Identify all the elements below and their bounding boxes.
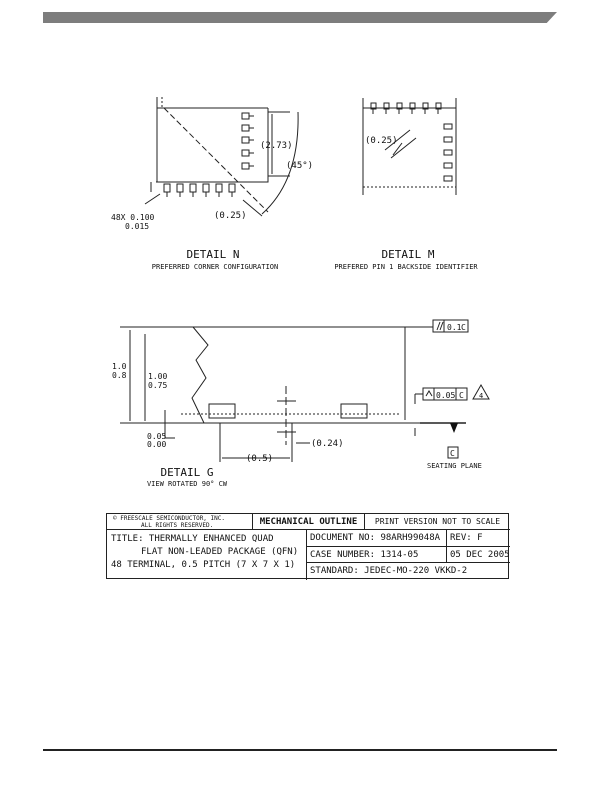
detail-g-dim-005: 0.05 (147, 432, 166, 441)
detail-n-break-curve (261, 111, 299, 215)
detail-m-chamfer-2 (390, 137, 417, 159)
detail-g-dim-100: 1.00 (148, 372, 167, 381)
detail-g-seating-plane: SEATING PLANE (427, 462, 482, 470)
detail-g-parallel-value: 0.1 (447, 323, 462, 332)
detail-n-subtitle: PREFERRED CORNER CONFIGURATION (152, 263, 278, 271)
detail-g-dim-024-label: (0.24) (311, 439, 344, 449)
detail-n-diagonal (163, 107, 269, 213)
detail-g-dim-075: 0.75 (148, 381, 167, 390)
detail-n-leader (242, 199, 263, 217)
detail-n-bottom-pins (163, 183, 236, 197)
detail-g-dim-10: 1.0 (112, 362, 127, 371)
detail-g-note-number: 4 (479, 392, 483, 400)
detail-n-side-pins (241, 112, 254, 170)
detail-g-dim-05-label: (0.5) (246, 454, 273, 464)
mechanical-outline-label: MECHANICAL OUTLINE (253, 514, 365, 530)
detail-n-title: DETAIL N (187, 248, 240, 261)
detail-g-datum-triangle (450, 423, 458, 433)
detail-m-subtitle: PREFERED PIN 1 BACKSIDE IDENTIFIER (334, 263, 478, 271)
detail-g-flat-datum: C (459, 391, 464, 400)
copyright-line-2: ALL RIGHTS RESERVED. (141, 522, 214, 529)
detail-g-title: DETAIL G (161, 466, 214, 479)
detail-m-side-pins (443, 123, 453, 182)
detail-m-top-pins (370, 102, 442, 114)
title-line-3: 48 TERMINAL, 0.5 PITCH (7 X 7 X 1) (111, 560, 296, 570)
case-number: CASE NUMBER: 1314-05 (307, 547, 447, 563)
title-line-2: FLAT NON-LEADED PACKAGE (QFN) (141, 547, 299, 557)
detail-g-flatness-frame (422, 383, 490, 401)
package-title: TITLE: THERMALLY ENHANCED QUAD FLAT NON-… (107, 530, 307, 580)
detail-n-dim-pins-2: 0.015 (125, 222, 149, 231)
detail-n-dim-025: (0.25) (214, 211, 247, 221)
title-line-1: TITLE: THERMALLY ENHANCED QUAD (111, 534, 274, 544)
detail-n (144, 97, 299, 217)
detail-m-title: DETAIL M (382, 248, 435, 261)
detail-g-parallel-datum: C (461, 323, 466, 332)
document-number: DOCUMENT NO: 98ARH99048A (307, 530, 447, 547)
detail-g (120, 326, 466, 462)
copyright-line-1: © FREESCALE SEMICONDUCTOR, INC. (113, 515, 225, 522)
detail-g-pad-right (340, 403, 368, 419)
title-block: © FREESCALE SEMICONDUCTOR, INC. ALL RIGH… (106, 513, 510, 580)
detail-g-dim-000: 0.00 (147, 440, 166, 449)
detail-g-datum-box (447, 446, 459, 459)
detail-g-pad-left (208, 403, 236, 419)
print-version-label: PRINT VERSION NOT TO SCALE (365, 514, 510, 530)
detail-n-dim-273: (2.73) (260, 141, 293, 151)
detail-g-break-line (191, 326, 209, 424)
detail-g-datum-label: C (450, 449, 455, 458)
detail-g-parallelism-frame (432, 319, 469, 333)
footer-rule (43, 749, 557, 751)
detail-m (362, 98, 457, 195)
revision: REV: F (447, 530, 510, 547)
drawing-date: 05 DEC 2005 (447, 547, 510, 563)
detail-m-chamfer-1 (384, 129, 411, 151)
detail-g-subtitle: VIEW ROTATED 90° CW (147, 480, 228, 488)
detail-n-dim-45: (45°) (286, 161, 313, 171)
standard: STANDARD: JEDEC-MO-220 VKKD-2 (310, 566, 468, 576)
detail-n-body-edge (156, 108, 269, 183)
detail-n-pin-leader (144, 193, 161, 205)
detail-g-dim-08: 0.8 (112, 371, 127, 380)
detail-n-dim-pins-1: 48X 0.100 (111, 213, 155, 222)
detail-m-chamfer-dim (392, 142, 403, 156)
header-bar (43, 12, 557, 23)
copyright-cell: © FREESCALE SEMICONDUCTOR, INC. ALL RIGH… (107, 514, 253, 530)
detail-g-flat-value: 0.05 (436, 391, 455, 400)
detail-m-dim-025: (0.25) (365, 136, 398, 146)
